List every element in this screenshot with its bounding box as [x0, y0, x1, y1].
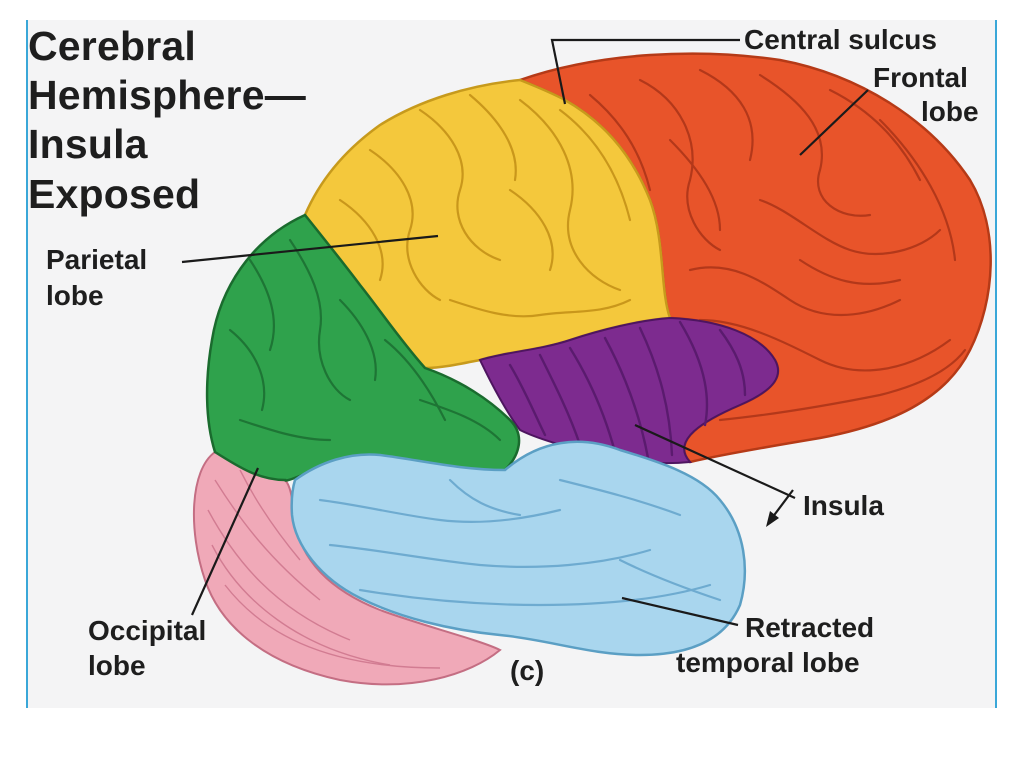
central-sulcus-leader [550, 38, 740, 105]
parietal-lobe-label-line2: lobe [46, 280, 104, 311]
occipital-lobe-label-line1: Occipital [88, 615, 207, 646]
diagram-title: Cerebral Hemisphere— Insula Exposed [28, 22, 306, 219]
title-line-1: Cerebral [28, 23, 196, 69]
central-sulcus-label: Central sulcus [744, 24, 937, 55]
frontal-lobe-label-line1: Frontal [873, 62, 968, 93]
title-line-2: Hemisphere— [28, 72, 306, 119]
insula-gyri [508, 320, 747, 460]
retracted-temporal-lobe-label-line2: temporal lobe [676, 647, 860, 678]
retracted-temporal-lobe-label-line1: Retracted [745, 612, 875, 643]
frontal-lobe-label-line2: lobe [921, 96, 979, 127]
leader-lines [181, 38, 869, 627]
panel-letter: (c) [510, 655, 545, 686]
occipital-lobe-label-line2: lobe [88, 650, 146, 681]
parietal-lobe-leader [181, 234, 439, 264]
cerebellum-folia [207, 469, 441, 669]
temporal-lobe-leader [621, 596, 739, 627]
parietal-gyri [338, 93, 632, 318]
temporal-lobe-region [290, 440, 746, 657]
parietal-lobe-label-line1: Parietal [46, 244, 148, 275]
retraction-arrow-icon [766, 489, 794, 527]
insula-label: Insula [803, 490, 884, 521]
occipital-gyri [228, 238, 502, 442]
insula-leader [634, 423, 796, 500]
occipital-lobe-leader [190, 467, 260, 616]
title-line-3: Insula [28, 121, 148, 168]
title-line-4: Exposed [28, 170, 201, 217]
temporal-gyri [318, 478, 722, 607]
frontal-lobe-leader [799, 89, 869, 156]
frontal-gyri [588, 68, 967, 422]
